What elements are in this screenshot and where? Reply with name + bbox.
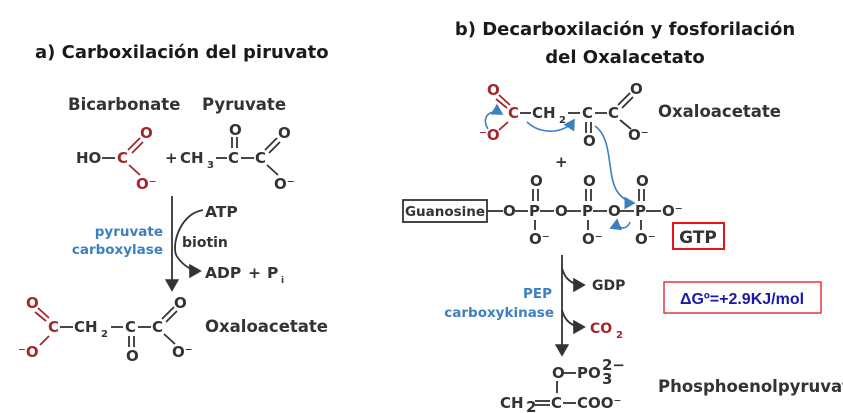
plus-sign: + [248, 264, 261, 282]
bicarbonate-label: Bicarbonate [68, 95, 180, 114]
atom: O [530, 172, 543, 190]
atom: O [636, 172, 649, 190]
oxaloacetate-label-right: Oxaloacetate [658, 102, 781, 121]
atom: O [229, 121, 242, 139]
delta-g-box [663, 281, 822, 314]
oxaloacetate-structure-right: O C ⁻O CH 2 C O C O O⁻ [479, 80, 649, 150]
subscript: 2 [526, 398, 536, 413]
atom: O⁻ [635, 230, 656, 248]
pyruvate-structure: CH 3 C O C O O⁻ [180, 121, 295, 193]
atom: P [635, 202, 646, 220]
atom: C [255, 149, 266, 167]
atom: O [487, 81, 500, 99]
electron-arrow [526, 118, 575, 132]
atom: CH [74, 318, 98, 336]
atom: O [278, 124, 291, 142]
atom: O [583, 172, 596, 190]
oxaloacetate-label: Oxaloacetate [205, 317, 328, 336]
gdp-label: GDP [592, 278, 625, 294]
bicarbonate-structure: HO C O O⁻ [76, 124, 157, 193]
atom: C [551, 394, 562, 412]
subscript: 3 [207, 160, 214, 171]
atom: C [228, 149, 239, 167]
co2-subscript: 2 [616, 330, 623, 341]
atom: O [126, 347, 139, 365]
atom: C [508, 104, 519, 122]
delta-g-value: ΔGº=+2.9KJ/mol [680, 291, 804, 308]
electron-arrow [609, 218, 631, 231]
atom: C [125, 318, 136, 336]
subscript: 2 [101, 329, 108, 340]
atom: O [583, 132, 596, 150]
atom: ⁻O [479, 126, 500, 144]
pep-structure: O PO 3 2− CH 2 C COO⁻ [500, 356, 625, 413]
atom: P [582, 202, 593, 220]
atom: HO [76, 149, 101, 167]
panel-a-title: a) Carboxilación del piruvato [35, 42, 329, 63]
atom: CH [180, 149, 204, 167]
atom: O [26, 294, 39, 312]
atom: O [552, 364, 565, 382]
guanosine-label: Guanosine [405, 204, 485, 220]
adp-label: ADP [205, 264, 241, 282]
atom: O⁻ [529, 230, 550, 248]
panel-b-title-line2: del Oxalacetato [545, 47, 705, 68]
panel-carboxylation: a) Carboxilación del piruvato Bicarbonat… [18, 42, 329, 365]
co2-label: CO [590, 321, 612, 337]
enzyme-label-line1: PEP [523, 286, 552, 302]
enzyme-label-line1: pyruvate [95, 224, 163, 240]
atom: O [608, 202, 621, 220]
subscript: 2 [559, 115, 566, 126]
enzyme-label-line2: carboxykinase [444, 305, 554, 321]
atom: O⁻ [274, 175, 295, 193]
atom: C [117, 149, 128, 167]
atom: C [582, 104, 593, 122]
plus-sign: + [555, 153, 568, 171]
atom: O [140, 124, 153, 142]
atom: COO⁻ [577, 394, 621, 412]
charge: 2− [602, 356, 625, 374]
gtp-label: GTP [679, 228, 717, 248]
cofactor-arrow [174, 209, 204, 279]
atom: PO [577, 364, 601, 382]
pyruvate-label: Pyruvate [202, 95, 286, 114]
atom: O [555, 202, 568, 220]
electron-arrow [484, 103, 504, 130]
atom: CH [532, 104, 556, 122]
gtp-structure: Guanosine O P O P O P O⁻ O O O O⁻ O⁻ [402, 172, 683, 248]
electron-arrow [594, 125, 636, 210]
plus-sign: + [165, 149, 178, 167]
atp-label: ATP [205, 203, 238, 221]
atom: C [152, 318, 163, 336]
atom: O⁻ [628, 126, 649, 144]
subscript: 3 [602, 370, 612, 388]
co2-arrow [561, 309, 586, 335]
cofactor-label: biotin [182, 235, 228, 251]
gtp-highlight-box [672, 222, 725, 250]
pi-subscript: i [281, 276, 284, 286]
atom: ⁻O [18, 343, 39, 361]
panel-b-title-line1: b) Decarboxilación y fosforilación [455, 19, 795, 40]
atom: O⁻ [662, 202, 683, 220]
atom: P [529, 202, 540, 220]
atom: O [630, 80, 643, 98]
atom: O⁻ [172, 343, 193, 361]
gdp-arrow [561, 267, 586, 293]
atom: CH [500, 394, 524, 412]
pi-label: P [267, 264, 278, 282]
atom: O [174, 294, 187, 312]
oxaloacetate-structure-left: O C ⁻O CH 2 C O C O O⁻ [18, 294, 193, 365]
phosphoenolpyruvate-label: Phosphoenolpyruvate [658, 377, 843, 396]
atom: C [608, 104, 619, 122]
atom: C [48, 318, 59, 336]
atom: O⁻ [582, 230, 603, 248]
panel-decarboxylation: b) Decarboxilación y fosforilación del O… [402, 19, 843, 413]
enzyme-label-line2: carboxylase [72, 242, 163, 258]
atom: O [503, 202, 516, 220]
atom: O⁻ [136, 175, 157, 193]
